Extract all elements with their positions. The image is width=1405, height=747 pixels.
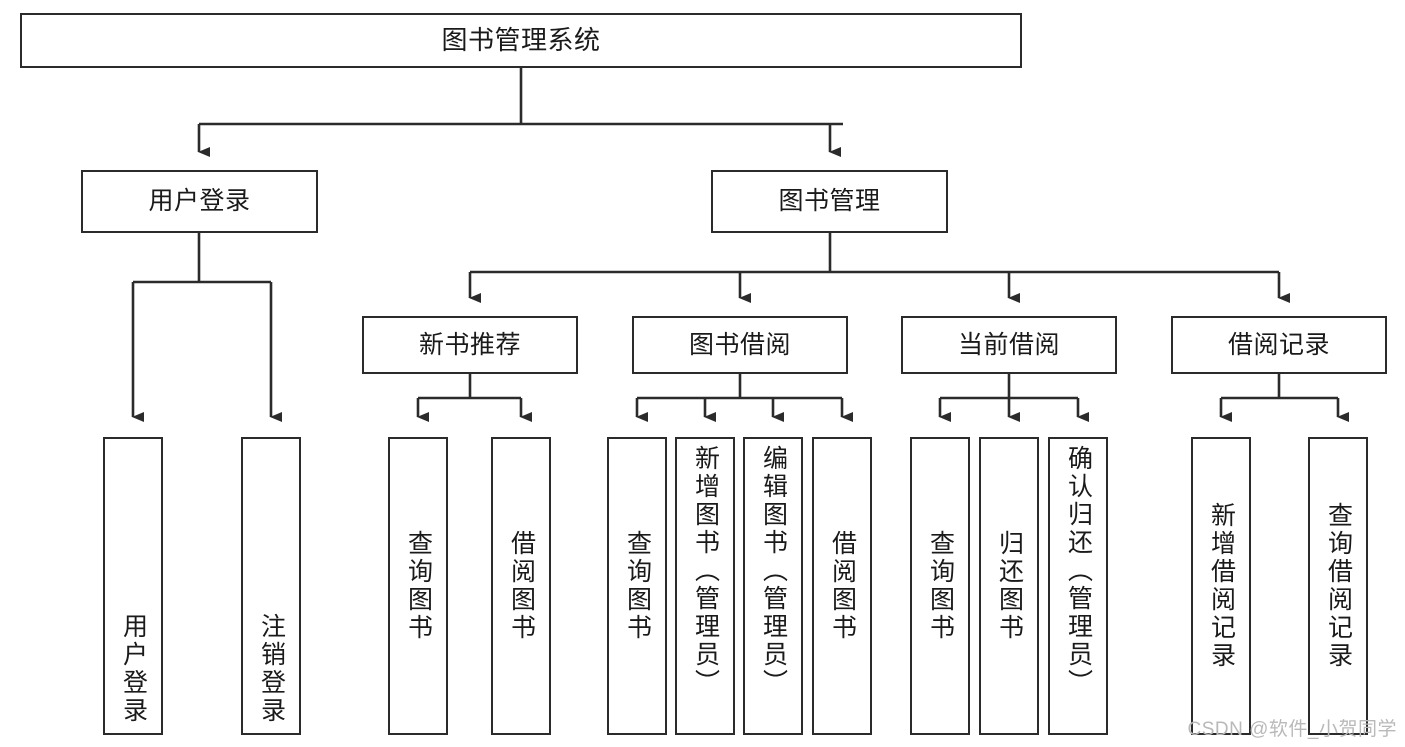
leaf-add-borrow-record[interactable]: 新增借阅记录: [1191, 437, 1251, 735]
leaf-add-book-admin-label: 新增图书（管理员）: [691, 445, 720, 697]
node-borrow-records[interactable]: 借阅记录: [1171, 316, 1387, 374]
leaf-return-book[interactable]: 归还图书: [979, 437, 1039, 735]
node-book-borrow-label: 图书借阅: [688, 330, 791, 359]
node-new-book-recommend-label: 新书推荐: [418, 330, 521, 359]
leaf-logout[interactable]: 注销登录: [241, 437, 301, 735]
node-user-login-label: 用户登录: [148, 187, 251, 216]
node-root-label: 图书管理系统: [441, 24, 601, 55]
leaf-query-borrow-record-label: 查询借阅记录: [1324, 502, 1353, 670]
node-book-management[interactable]: 图书管理: [711, 170, 948, 233]
leaf-borrow-query-book-label: 查询图书: [623, 530, 652, 642]
leaf-edit-book-admin[interactable]: 编辑图书（管理员）: [743, 437, 803, 735]
leaf-new-query-book-label: 查询图书: [404, 530, 433, 642]
leaf-new-query-book[interactable]: 查询图书: [388, 437, 448, 735]
node-root[interactable]: 图书管理系统: [20, 13, 1022, 68]
node-current-borrow[interactable]: 当前借阅: [901, 316, 1117, 374]
leaf-current-query-book[interactable]: 查询图书: [910, 437, 970, 735]
leaf-edit-book-admin-label: 编辑图书（管理员）: [759, 445, 788, 697]
node-new-book-recommend[interactable]: 新书推荐: [362, 316, 578, 374]
node-borrow-records-label: 借阅记录: [1227, 330, 1330, 359]
leaf-add-borrow-record-label: 新增借阅记录: [1207, 502, 1236, 670]
leaf-return-book-label: 归还图书: [995, 530, 1024, 642]
leaf-user-login-label: 用户登录: [119, 613, 148, 725]
leaf-user-login[interactable]: 用户登录: [103, 437, 163, 735]
node-current-borrow-label: 当前借阅: [957, 330, 1060, 359]
node-book-management-label: 图书管理: [778, 187, 881, 216]
leaf-query-borrow-record[interactable]: 查询借阅记录: [1308, 437, 1368, 735]
leaf-add-book-admin[interactable]: 新增图书（管理员）: [675, 437, 735, 735]
leaf-new-borrow-book-label: 借阅图书: [507, 530, 536, 642]
leaf-borrow-book-label: 借阅图书: [828, 530, 857, 642]
leaf-logout-label: 注销登录: [257, 613, 286, 725]
node-user-login[interactable]: 用户登录: [81, 170, 318, 233]
leaf-borrow-query-book[interactable]: 查询图书: [607, 437, 667, 735]
node-book-borrow[interactable]: 图书借阅: [632, 316, 848, 374]
leaf-current-query-book-label: 查询图书: [926, 530, 955, 642]
leaf-new-borrow-book[interactable]: 借阅图书: [491, 437, 551, 735]
leaf-confirm-return-admin-label: 确认归还（管理员）: [1064, 445, 1093, 697]
leaf-borrow-book[interactable]: 借阅图书: [812, 437, 872, 735]
leaf-confirm-return-admin[interactable]: 确认归还（管理员）: [1048, 437, 1108, 735]
